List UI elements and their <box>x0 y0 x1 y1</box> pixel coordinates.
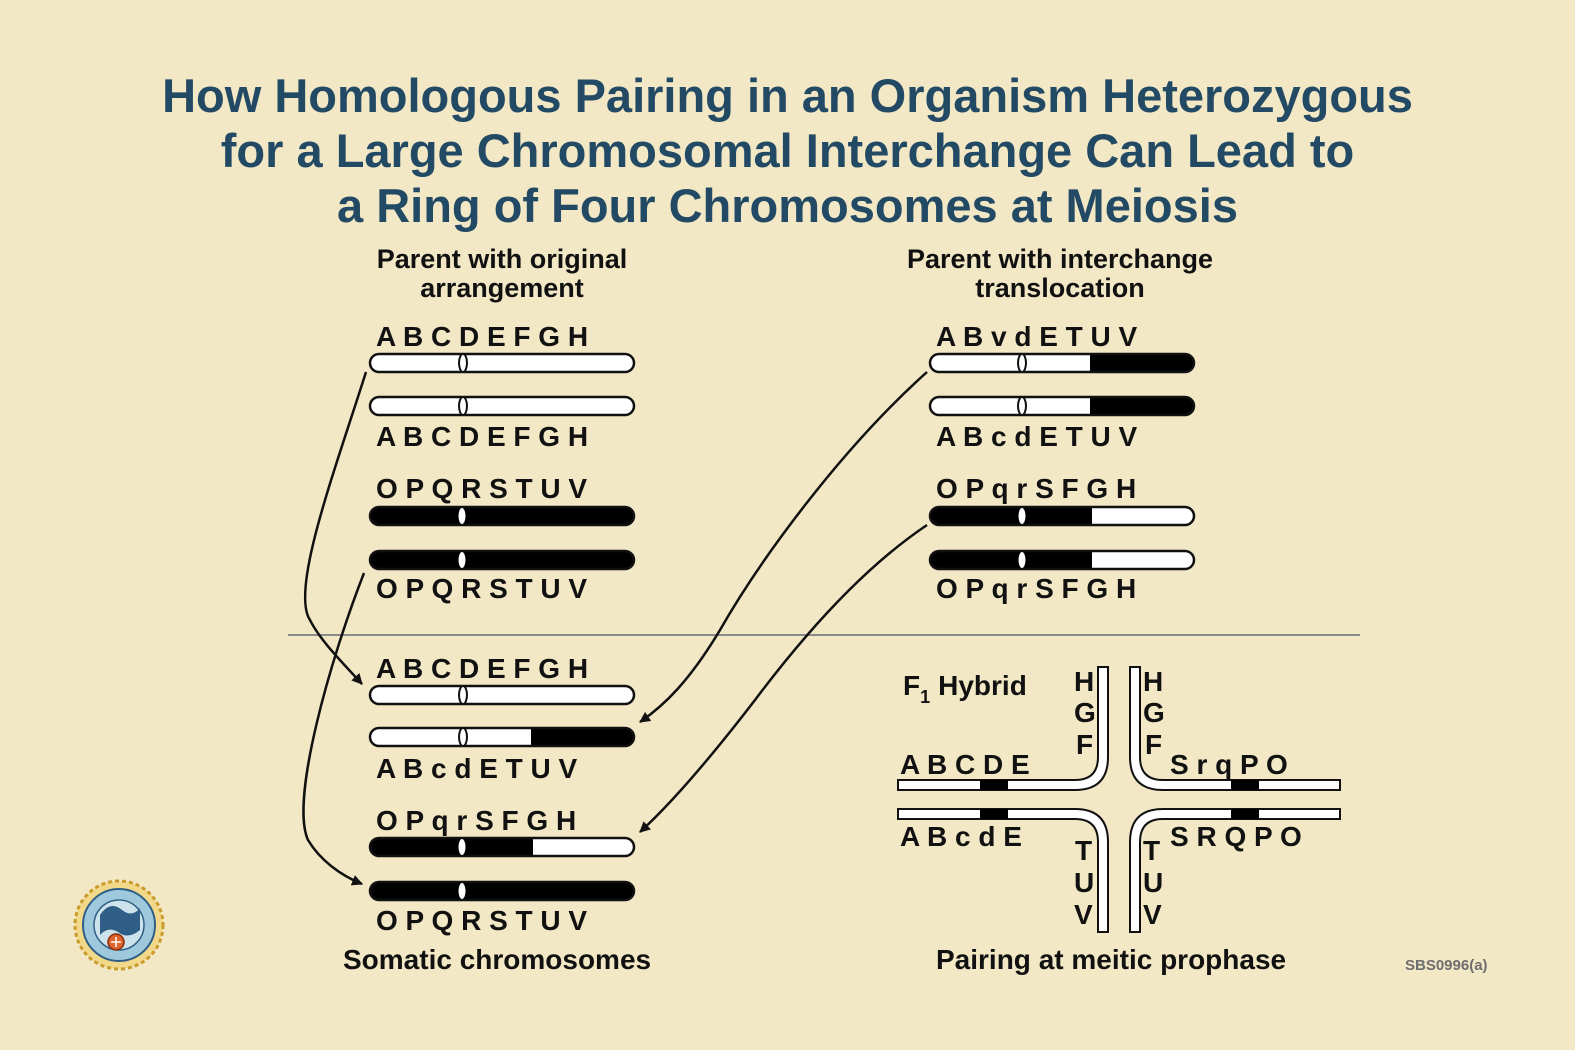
pairing-caption: Pairing at meitic prophase <box>936 944 1287 975</box>
parent-original-heading-line-1: Parent with original <box>376 244 628 274</box>
pairing-centromeres <box>980 780 1259 819</box>
somatic-label-2: A B c d E T U V <box>376 753 578 784</box>
figure-code: SBS0996(a) <box>1405 957 1488 974</box>
trans-label-3: O P q r S F G H <box>936 473 1136 504</box>
title-line-1: How Homologous Pairing in an Organism He… <box>162 69 1413 122</box>
chromosome-trans-3 <box>928 505 1196 527</box>
pairing-arm-bottom-right <box>1129 808 1341 933</box>
arrow-orig-1-to-somatic-1 <box>303 371 368 685</box>
orig-label-2: A B C D E F G H <box>376 421 588 452</box>
vert-tl-2: F <box>1076 729 1093 760</box>
vert-bl-2: V <box>1074 899 1093 930</box>
pairing-label-bottom-right: S R Q P O <box>1170 821 1302 852</box>
vert-bl-0: T <box>1075 835 1092 866</box>
chromosome-orig-1 <box>368 352 636 374</box>
chromosome-trans-1 <box>928 352 1196 374</box>
somatic-label-3: O P q r S F G H <box>376 805 576 836</box>
chromosome-orig-3 <box>368 505 636 527</box>
pairing-label-top-left: A B C D E <box>900 749 1030 780</box>
parent-translocation-heading-line-2: translocation <box>975 273 1145 303</box>
chromosome-trans-4 <box>928 549 1196 571</box>
centromere-bottom-left <box>980 809 1008 819</box>
orig-label-1: A B C D E F G H <box>376 321 588 352</box>
vert-br-0: T <box>1143 835 1160 866</box>
vertical-labels-top-right: H G F <box>1143 666 1165 760</box>
centromere-bottom-right <box>1231 809 1259 819</box>
chromosome-orig-2 <box>368 395 636 417</box>
pairing-label-top-right: S r q P O <box>1170 749 1288 780</box>
chromosome-somatic-3 <box>368 836 636 858</box>
pairing-cross <box>897 666 1341 933</box>
vertical-labels-bottom-right: T U V <box>1143 835 1163 930</box>
parent-translocation-heading: Parent with interchange translocation <box>880 245 1240 303</box>
pairing-arm-top-right <box>1129 666 1341 791</box>
chromosome-trans-2 <box>928 395 1196 417</box>
somatic-label-4: O P Q R S T U V <box>376 905 587 936</box>
vert-tr-1: G <box>1143 697 1165 728</box>
chromosome-somatic-2 <box>368 726 636 748</box>
trans-label-2: A B c d E T U V <box>936 421 1138 452</box>
orig-label-3: O P Q R S T U V <box>376 473 587 504</box>
centromere-top-left <box>980 780 1008 790</box>
title-line-2: for a Large Chromosomal Interchange Can … <box>220 124 1355 177</box>
vert-tr-2: F <box>1145 729 1162 760</box>
vert-bl-1: U <box>1074 867 1094 898</box>
pairing-label-bottom-left: A B c d E <box>900 821 1022 852</box>
trans-label-1: A B v d E T U V <box>936 321 1138 352</box>
parent-original-heading: Parent with original arrangement <box>352 245 652 303</box>
trans-label-4: O P q r S F G H <box>936 573 1136 604</box>
vertical-labels-top-left: H G F <box>1074 666 1096 760</box>
parent-translocation-heading-line-1: Parent with interchange <box>906 244 1214 274</box>
somatic-caption: Somatic chromosomes <box>343 944 652 975</box>
arrow-trans-1-to-somatic-2 <box>639 371 928 724</box>
orig-label-4: O P Q R S T U V <box>376 573 587 604</box>
chromosome-orig-4 <box>368 549 636 571</box>
chromosome-somatic-4 <box>368 880 636 902</box>
arrow-orig-4-to-somatic-4 <box>302 572 366 886</box>
vert-br-2: V <box>1143 899 1162 930</box>
pairing-arm-bottom-left <box>897 808 1109 933</box>
vert-tl-1: G <box>1074 697 1096 728</box>
title-line-3: a Ring of Four Chromosomes at Meiosis <box>337 179 1238 232</box>
page-title: How Homologous Pairing in an Organism He… <box>0 68 1575 233</box>
university-seal-icon <box>73 879 165 971</box>
vertical-labels-bottom-left: T U V <box>1074 835 1094 930</box>
vert-br-1: U <box>1143 867 1163 898</box>
pairing-arm-top-left <box>897 666 1109 791</box>
centromere-top-right <box>1231 780 1259 790</box>
arrow-trans-3-to-somatic-3 <box>639 523 928 833</box>
somatic-label-1: A B C D E F G H <box>376 653 588 684</box>
chromosome-somatic-1 <box>368 684 636 706</box>
vert-tr-0: H <box>1143 666 1163 697</box>
vert-tl-0: H <box>1074 666 1094 697</box>
parent-original-heading-line-2: arrangement <box>420 273 584 303</box>
